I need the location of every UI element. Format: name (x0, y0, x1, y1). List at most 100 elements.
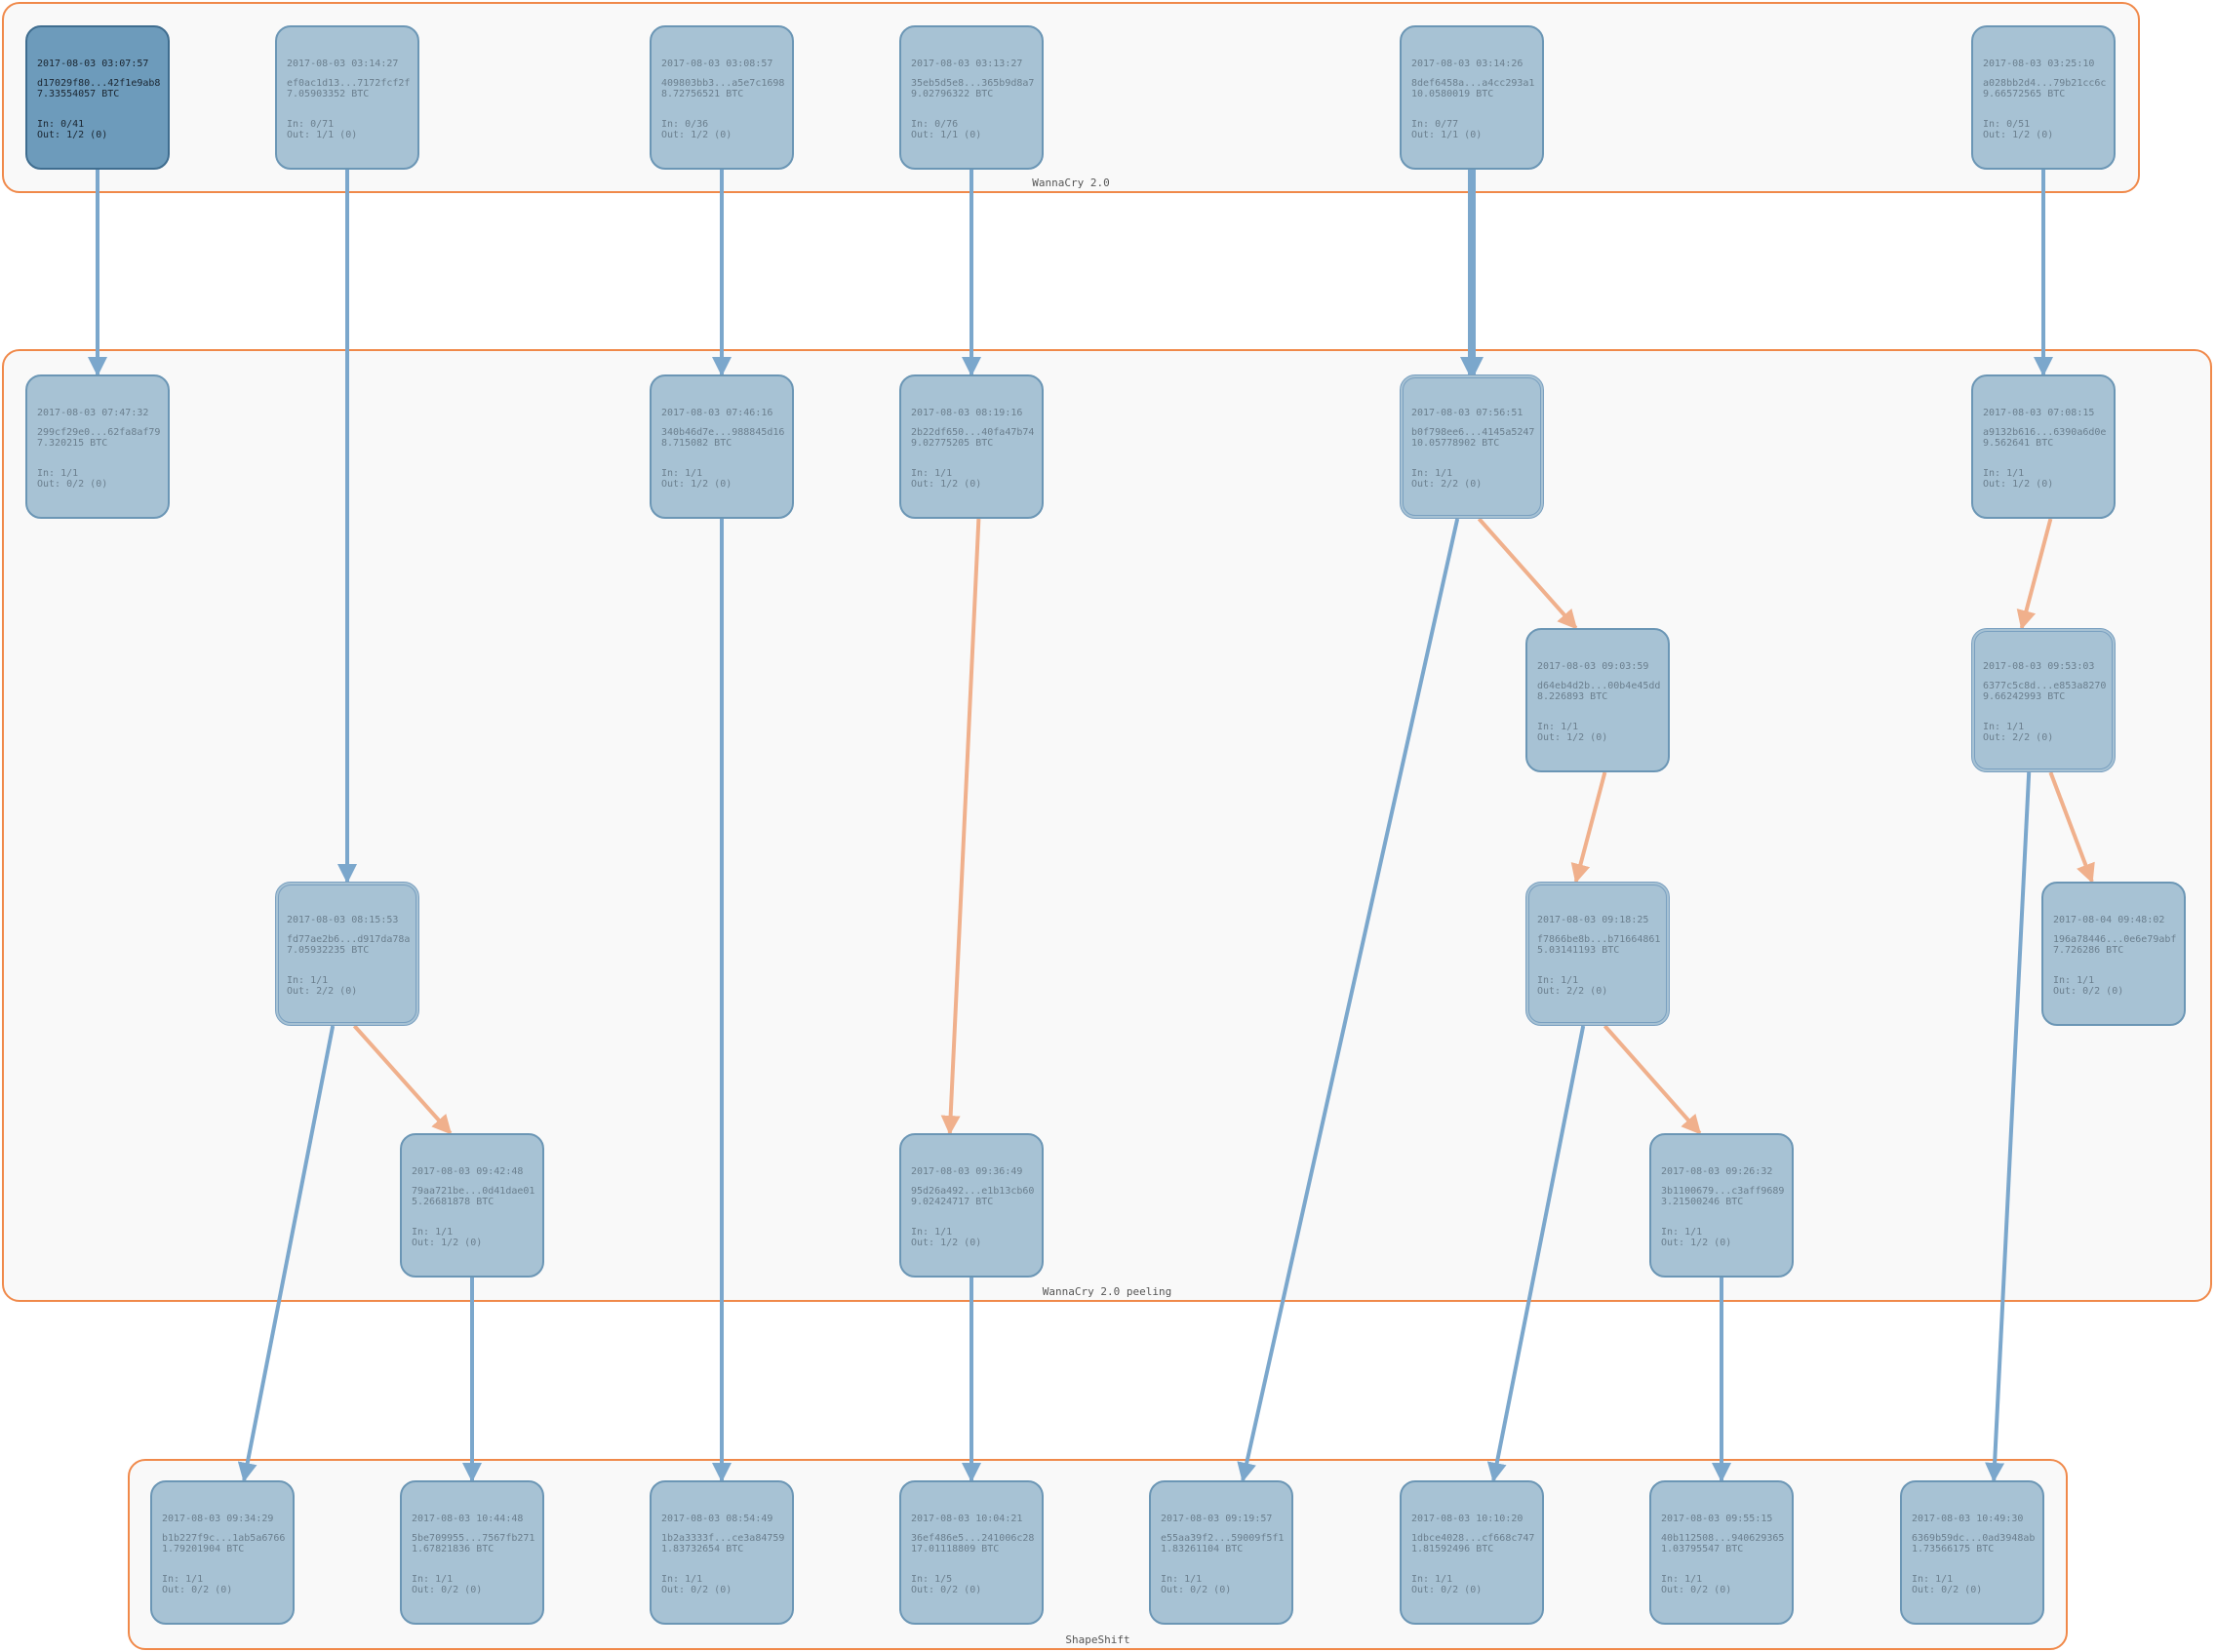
node-inputs: In: 1/1 (412, 1227, 454, 1238)
node-spacer (911, 1554, 1042, 1574)
node-timestamp: 2017-08-03 07:08:15 (1983, 408, 2095, 418)
node-inputs: In: 1/1 (1537, 975, 1579, 986)
node-timestamp: 2017-08-03 03:14:27 (287, 59, 399, 69)
node-tx-hash: 36ef486e5...241006c28 (911, 1533, 1035, 1544)
node-outputs: Out: 0/2 (0) (162, 1585, 233, 1595)
node-outputs: Out: 1/2 (0) (1983, 130, 2054, 140)
node-spacer (37, 99, 168, 119)
node-spacer (911, 69, 1042, 78)
transaction-node[interactable]: 2017-08-03 09:03:59 d64eb4d2b...00b4e45dd… (1525, 628, 1670, 772)
node-outputs: Out: 0/2 (0) (1912, 1585, 1983, 1595)
node-inputs: In: 1/1 (1411, 468, 1453, 479)
node-tx-hash: 79aa721be...0d41dae01 (412, 1186, 535, 1197)
node-amount: 5.26681878 BTC (412, 1197, 495, 1207)
node-amount: 9.562641 BTC (1983, 438, 2054, 449)
node-spacer (1161, 1554, 1291, 1574)
transaction-node[interactable]: 2017-08-03 07:46:16 340b46d7e...988845d16… (650, 374, 794, 519)
node-timestamp: 2017-08-03 10:49:30 (1912, 1514, 2024, 1524)
node-amount: 10.0580019 BTC (1411, 89, 1494, 99)
node-amount: 17.01118809 BTC (911, 1544, 1000, 1554)
node-spacer (1983, 672, 2112, 681)
node-spacer (661, 449, 792, 468)
node-inputs: In: 1/1 (911, 1227, 953, 1238)
node-spacer (287, 956, 416, 975)
node-outputs: Out: 1/1 (0) (1411, 130, 1483, 140)
node-inputs: In: 1/1 (1411, 1574, 1453, 1585)
node-timestamp: 2017-08-03 10:44:48 (412, 1514, 524, 1524)
node-outputs: Out: 1/2 (0) (1537, 732, 1608, 743)
node-tx-hash: 6377c5c8d...e853a8270 (1983, 681, 2107, 691)
node-amount: 1.83261104 BTC (1161, 1544, 1244, 1554)
node-spacer (1983, 99, 2114, 119)
node-tx-hash: b1b227f9c...1ab5a6766 (162, 1533, 286, 1544)
node-amount: 1.79201904 BTC (162, 1544, 245, 1554)
node-amount: 7.05903352 BTC (287, 89, 370, 99)
node-tx-hash: fd77ae2b6...d917da78a (287, 934, 411, 945)
node-inputs: In: 1/1 (37, 468, 79, 479)
node-inputs: In: 0/41 (37, 119, 85, 130)
node-spacer (412, 1207, 542, 1227)
node-spacer (287, 925, 416, 934)
node-inputs: In: 0/76 (911, 119, 959, 130)
node-amount: 9.02424717 BTC (911, 1197, 994, 1207)
node-spacer (37, 69, 168, 78)
node-tx-hash: a028bb2d4...79b21cc6c (1983, 78, 2107, 89)
node-timestamp: 2017-08-03 09:19:57 (1161, 1514, 1273, 1524)
node-outputs: Out: 0/2 (0) (911, 1585, 982, 1595)
node-tx-hash: d64eb4d2b...00b4e45dd (1537, 681, 1661, 691)
node-outputs: Out: 2/2 (0) (1983, 732, 2054, 743)
node-timestamp: 2017-08-03 09:03:59 (1537, 661, 1649, 672)
transaction-node[interactable]: 2017-08-03 09:19:57 e55aa39f2...59009f5f1… (1149, 1480, 1293, 1625)
node-spacer (1537, 925, 1666, 934)
node-spacer (287, 99, 417, 119)
transaction-node[interactable]: 2017-08-03 08:15:53 fd77ae2b6...d917da78a… (275, 882, 419, 1026)
node-timestamp: 2017-08-03 07:46:16 (661, 408, 773, 418)
node-spacer (911, 1524, 1042, 1533)
transaction-node[interactable]: 2017-08-03 07:08:15 a9132b616...6390a6d0e… (1971, 374, 2116, 519)
node-inputs: In: 1/1 (911, 468, 953, 479)
node-tx-hash: 340b46d7e...988845d16 (661, 427, 785, 438)
node-outputs: Out: 1/2 (0) (661, 130, 732, 140)
node-tx-hash: a9132b616...6390a6d0e (1983, 427, 2107, 438)
node-outputs: Out: 2/2 (0) (287, 986, 358, 997)
node-amount: 7.05932235 BTC (287, 945, 370, 956)
node-spacer (1411, 1554, 1542, 1574)
node-timestamp: 2017-08-03 08:15:53 (287, 915, 399, 925)
node-amount: 1.83732654 BTC (661, 1544, 744, 1554)
node-spacer (1661, 1177, 1792, 1186)
node-tx-hash: e55aa39f2...59009f5f1 (1161, 1533, 1285, 1544)
node-inputs: In: 0/71 (287, 119, 335, 130)
node-outputs: Out: 1/1 (0) (287, 130, 358, 140)
node-spacer (1411, 1524, 1542, 1533)
node-tx-hash: 1b2a3333f...ce3a84759 (661, 1533, 785, 1544)
node-outputs: Out: 1/2 (0) (1661, 1238, 1732, 1248)
node-spacer (1983, 449, 2114, 468)
node-outputs: Out: 1/2 (0) (911, 1238, 982, 1248)
node-amount: 9.66572565 BTC (1983, 89, 2066, 99)
node-outputs: Out: 0/2 (0) (1661, 1585, 1732, 1595)
node-spacer (37, 449, 168, 468)
node-amount: 5.03141193 BTC (1537, 945, 1620, 956)
